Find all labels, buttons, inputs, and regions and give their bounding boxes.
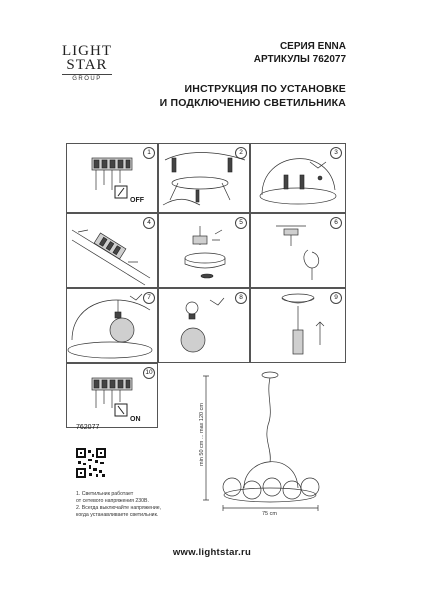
title-line-2: И ПОДКЛЮЧЕНИЮ СВЕТИЛЬНИКА bbox=[159, 97, 346, 109]
step-number-1: 1 bbox=[143, 147, 155, 159]
note-line-2: от сетевого напряжения 230В. bbox=[76, 498, 149, 504]
step-number-4: 4 bbox=[143, 217, 155, 229]
note-line-3: 2. Всегда выключайте напряжение, bbox=[76, 505, 162, 511]
series-header: СЕРИЯ ENNA АРТИКУЛЫ 762077 bbox=[254, 40, 346, 66]
step-number-10: 10 bbox=[143, 367, 155, 379]
step-panel-3 bbox=[250, 143, 346, 213]
switch-off-label: OFF bbox=[130, 197, 144, 204]
series-name: СЕРИЯ ENNA bbox=[279, 41, 346, 52]
step-number-5: 5 bbox=[235, 217, 247, 229]
ceiling-hook-icon bbox=[276, 225, 320, 280]
step-panel-9 bbox=[250, 288, 346, 363]
height-dimension: min 50 cm ... max 120 cm bbox=[199, 403, 205, 466]
document-title: ИНСТРУКЦИЯ ПО УСТАНОВКЕ И ПОДКЛЮЧЕНИЮ СВ… bbox=[110, 82, 346, 110]
canopy-icon bbox=[184, 226, 226, 279]
switch-on-label: ON bbox=[130, 416, 141, 423]
switch-off-icon bbox=[114, 185, 128, 199]
note-line-1: 1. Светильник работает bbox=[76, 491, 134, 497]
step-panel-1 bbox=[66, 143, 158, 213]
qr-code-icon bbox=[76, 448, 106, 478]
step-panel-6 bbox=[250, 213, 346, 288]
step-panel-7 bbox=[66, 288, 158, 363]
article-number: АРТИКУЛЫ 762077 bbox=[253, 54, 346, 65]
step-number-7: 7 bbox=[143, 292, 155, 304]
step-panel-10 bbox=[66, 363, 158, 428]
rod-assembly-icon bbox=[281, 293, 325, 355]
chandelier-drawing bbox=[203, 371, 320, 511]
step-panel-5 bbox=[158, 213, 250, 288]
safety-notes: 1. Светильник работает от сетевого напря… bbox=[76, 491, 186, 519]
step-panel-8 bbox=[158, 288, 250, 363]
step-number-3: 3 bbox=[330, 147, 342, 159]
logo-line-3: GROUP bbox=[62, 74, 112, 82]
title-line-1: ИНСТРУКЦИЯ ПО УСТАНОВКЕ bbox=[184, 83, 346, 95]
product-code: 762077 bbox=[76, 424, 100, 431]
logo-line-1: LIGHT bbox=[62, 43, 112, 59]
mounting-plate-icon bbox=[162, 152, 246, 206]
step-number-9: 9 bbox=[330, 292, 342, 304]
step-number-6: 6 bbox=[330, 217, 342, 229]
width-dimension: 75 cm bbox=[262, 511, 277, 517]
bulb-icon bbox=[180, 297, 225, 353]
globe-install-icon bbox=[67, 293, 153, 359]
step-panel-2 bbox=[158, 143, 250, 213]
note-line-4: когда устанавливаете светильник. bbox=[76, 512, 159, 518]
step-panel-4 bbox=[66, 213, 158, 288]
terminal-block-on-icon bbox=[91, 377, 133, 417]
step-number-8: 8 bbox=[235, 292, 247, 304]
logo-line-2: STAR bbox=[66, 57, 108, 73]
frame-screw-icon bbox=[259, 158, 337, 205]
website-link[interactable]: www.lightstar.ru bbox=[172, 547, 252, 558]
wire-connection-icon bbox=[71, 229, 151, 286]
brand-logo: LIGHT STAR GROUP bbox=[62, 44, 112, 82]
terminal-block-icon bbox=[91, 157, 133, 190]
